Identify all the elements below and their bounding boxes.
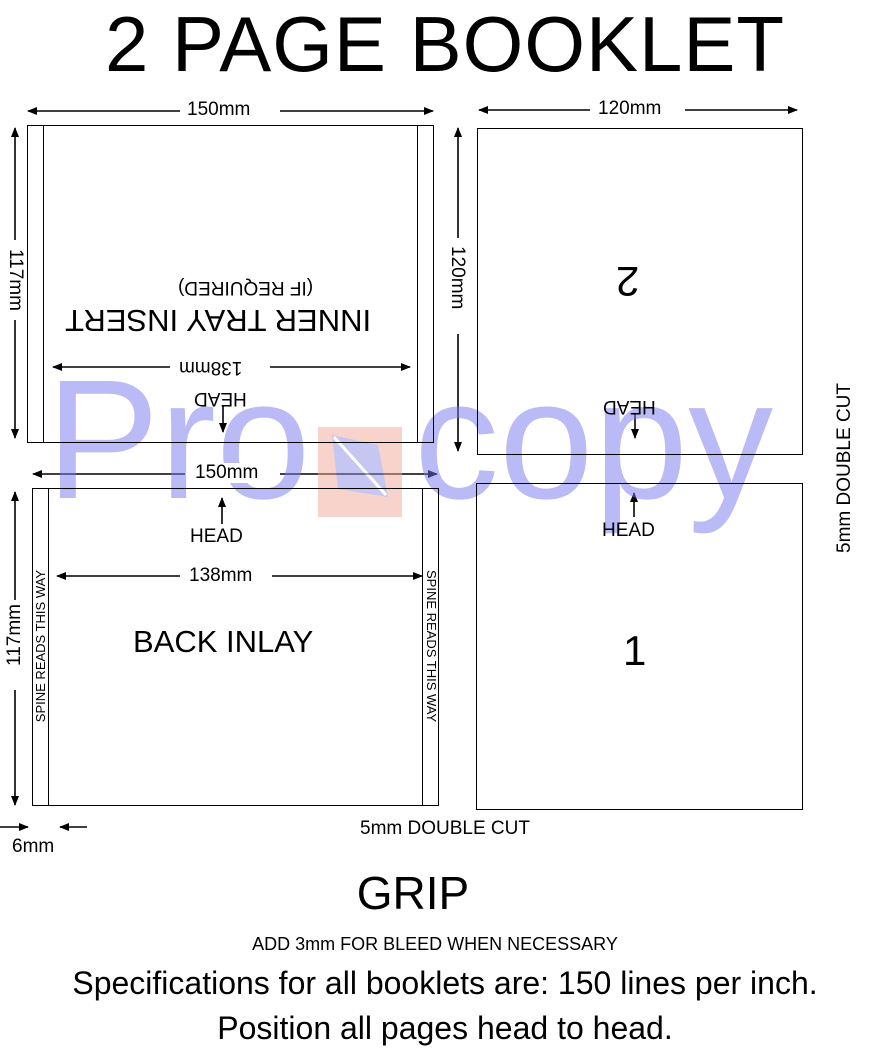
page-2-width-label: 120mm — [593, 99, 667, 119]
back-inlay-title: BACK INLAY — [133, 624, 314, 659]
inner-tray-spine-right — [417, 125, 434, 443]
spine-width-label: 6mm — [12, 836, 55, 857]
page-title: 2 PAGE BOOKLET — [104, 0, 786, 88]
watermark-text-right: copy — [414, 345, 774, 535]
page-1-head-label: HEAD — [602, 520, 655, 541]
right-double-cut-label: 5mm DOUBLE CUT — [834, 383, 855, 553]
inner-tray-subtitle: (IF REQUIRED) — [178, 277, 314, 298]
grip-label: GRIP — [356, 867, 470, 919]
back-inlay-spine-right-label: SPINE READS THIS WAY — [424, 570, 439, 723]
watermark-logo-mark — [332, 435, 388, 497]
back-inlay-spine-left — [32, 488, 49, 806]
spec-line-1: Specifications for all booklets are: 150… — [72, 965, 818, 1001]
back-inlay-head-label: HEAD — [190, 526, 243, 547]
back-inlay-spine-left-label: SPINE READS THIS WAY — [33, 570, 48, 723]
spec-line-2: Position all pages head to head. — [217, 1010, 673, 1046]
inner-tray-inner-width-label: 138mm — [174, 357, 248, 378]
bleed-note: ADD 3mm FOR BLEED WHEN NECESSARY — [252, 934, 618, 954]
page-2-head-label: HEAD — [603, 396, 656, 417]
inner-tray-head-label: HEAD — [194, 388, 247, 409]
page-2-height-label: 120mm — [446, 242, 468, 314]
back-inlay-spine-right — [422, 488, 439, 806]
inner-tray-width-label: 150mm — [182, 100, 256, 120]
back-inlay-width-label: 150mm — [190, 463, 264, 483]
bottom-double-cut-label: 5mm DOUBLE CUT — [360, 818, 530, 839]
page-2-number: 2 — [616, 258, 640, 305]
inner-tray-title: INNER TRAY INSERT — [65, 303, 372, 338]
inner-tray-height-label: 117mm — [4, 245, 26, 315]
page-1-panel — [476, 483, 803, 810]
inner-tray-spine-left — [27, 125, 44, 443]
back-inlay-inner-width-label: 138mm — [184, 566, 258, 586]
page-1-number: 1 — [623, 627, 647, 674]
back-inlay-height-label: 117mm — [4, 600, 26, 670]
page-2-panel — [477, 128, 803, 455]
